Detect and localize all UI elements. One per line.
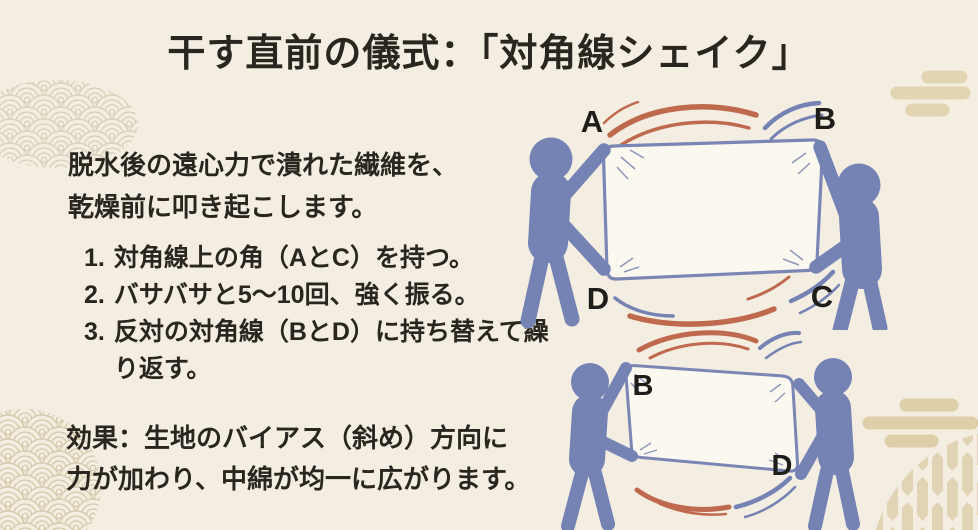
person-left [561, 362, 638, 530]
step-item-1: 1. 対角線上の角（AとC）を持つ。 [84, 240, 550, 277]
motion-lines-bottom [613, 269, 841, 327]
step-item-2: 2. バサバサと5〜10回、強く振る。 [84, 277, 550, 314]
diagram-shake-ac: A B C D [520, 100, 888, 330]
intro-line-1: 脱水後の遠心力で潰れた繊維を、 [68, 150, 459, 180]
page-title: 干す直前の儀式：「対角線シェイク」 [167, 33, 811, 75]
corner-label-d: D [587, 281, 609, 316]
corner-label-b: B [814, 101, 836, 136]
person-right [809, 140, 888, 330]
intro-paragraph: 脱水後の遠心力で潰れた繊維を、 乾燥前に叩き起こします。 [68, 144, 458, 228]
motion-lines-bottom [634, 475, 797, 519]
step-number: 1. [84, 244, 105, 272]
effect-line-2: 力が加わり、中綿が均一に広がります。 [66, 464, 531, 494]
corner-label-a: A [581, 104, 603, 139]
motion-lines-top [602, 100, 824, 147]
blanket [601, 138, 825, 281]
effect-line-1: 効果：生地のバイアス（斜め）方向に [66, 423, 509, 453]
steps-list: 1. 対角線上の角（AとC）を持つ。 2. バサバサと5〜10回、強く振る。 3… [84, 240, 550, 388]
person-left [520, 137, 611, 329]
motion-lines-top [636, 330, 803, 360]
intro-line-2: 乾燥前に叩き起こします。 [68, 192, 378, 222]
step-number: 3. [84, 318, 105, 346]
step-text: 反対の対角線（BとD）に持ち替えて繰り返す。 [113, 318, 549, 383]
corner-folds [630, 373, 788, 466]
step-text: バサバサと5〜10回、強く振る。 [113, 281, 480, 309]
corner-label-c: C [811, 279, 833, 314]
corner-label-d: D [772, 450, 793, 482]
effect-paragraph: 効果：生地のバイアス（斜め）方向に 力が加わり、中綿が均一に広がります。 [66, 418, 530, 500]
step-text: 対角線上の角（AとC）を持つ。 [113, 244, 474, 272]
step-number: 2. [84, 281, 105, 309]
person-right [793, 358, 860, 530]
corner-label-b: B [633, 370, 654, 402]
step-item-3: 3. 反対の対角線（BとD）に持ち替えて繰り返す。 [84, 314, 550, 388]
diagram-shake-bd: B D [561, 330, 860, 530]
corner-folds [616, 149, 811, 273]
